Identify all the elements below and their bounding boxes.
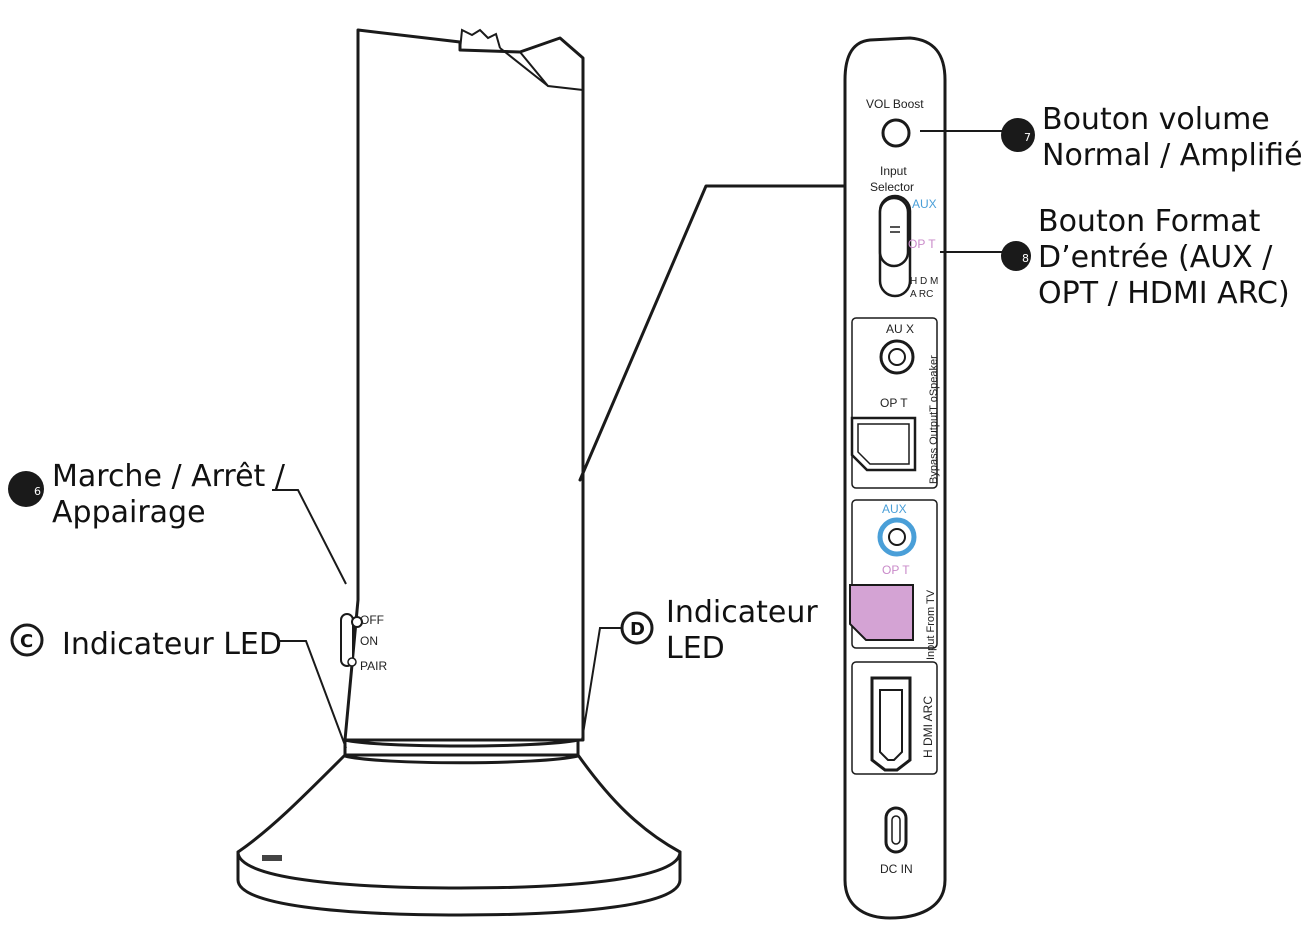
input-selector-label-2: Selector (870, 180, 914, 194)
callout-vol-line-1: Bouton volume (1042, 102, 1270, 137)
selector-aux-label: AUX (912, 197, 937, 211)
bypass-opt-label: OP T (880, 396, 908, 410)
back-panel-outline (843, 36, 947, 920)
power-switch-knob (351, 616, 363, 628)
callout-led-d: D Indicateur LED (581, 595, 818, 741)
selector-hdmi-label-1: H D M (910, 276, 938, 287)
top-grip (459, 28, 584, 91)
selector-hdmi-label-2: A RC (910, 289, 933, 300)
callout-led-d-line-1: Indicateur (666, 595, 818, 630)
dc-in-label: DC IN (880, 862, 913, 876)
input-from-tv-label: Input From TV (925, 589, 937, 660)
speaker-base (236, 753, 682, 917)
callout-8-number: 8 (1022, 252, 1029, 265)
bypass-aux-jack-inner (888, 348, 906, 366)
speaker-base-rim (236, 850, 682, 890)
switch-on-label: ON (360, 634, 378, 648)
hdmi-arc-port-inner (879, 689, 903, 761)
callout-vol-line-2: Normal / Amplifié (1042, 138, 1303, 173)
tv-aux-jack-inner (888, 528, 906, 546)
callout-input-line-1: Bouton Format (1038, 204, 1261, 239)
tv-opt-port[interactable] (849, 584, 914, 641)
pair-indicator (347, 657, 357, 667)
vol-boost-label: VOL Boost (866, 97, 924, 111)
back-panel: VOL Boost Input Selector AUX OP T H D M … (843, 36, 947, 920)
power-switch[interactable] (340, 613, 354, 667)
switch-off-label: OFF (360, 613, 384, 627)
bypass-output-group (851, 317, 938, 489)
vol-boost-button[interactable] (881, 118, 911, 148)
callout-led-d-leader (581, 627, 622, 741)
bypass-output-label: Bypass OutputT oSpeaker (928, 355, 940, 484)
base-foot-mark (262, 855, 282, 861)
speaker-collar (343, 738, 580, 765)
input-from-tv-group (851, 499, 938, 649)
speaker-column (343, 28, 585, 742)
tv-aux-label: AUX (882, 502, 907, 516)
callout-power-line-2: Appairage (52, 495, 206, 530)
hdmi-arc-group (851, 661, 938, 775)
input-selector-label-1: Input (880, 164, 907, 178)
switch-pair-label: PAIR (360, 659, 387, 673)
callout-volume: 7 Bouton volume Normal / Amplifié (920, 102, 1303, 173)
callout-c-marker (10, 623, 44, 657)
dc-in-port-inner (891, 815, 901, 845)
callout-input-line-2: D’entrée (AUX / (1038, 240, 1273, 275)
callout-power-line-1: Marche / Arrêt / (52, 459, 286, 494)
selector-opt-label: OP T (908, 237, 936, 251)
callout-led-d-line-2: LED (666, 631, 725, 666)
callout-d-letter: D (630, 619, 645, 640)
hdmi-arc-label: H DMI ARC (921, 696, 935, 758)
bypass-opt-port-inner (857, 423, 910, 465)
callout-8-marker (1001, 241, 1031, 271)
callout-input-format: 8 Bouton Format D’entrée (AUX / OPT / HD… (940, 204, 1290, 311)
tv-opt-label: OP T (882, 563, 910, 577)
speaker-tower: OFF ON PAIR (236, 28, 682, 917)
bypass-aux-label: AU X (886, 322, 914, 336)
callout-7-marker (1001, 118, 1035, 152)
tower-to-panel-connector (578, 184, 847, 482)
callout-input-line-3: OPT / HDMI ARC) (1038, 276, 1290, 311)
callout-led-c: C Indicateur LED (10, 623, 347, 749)
callout-power: 6 Marche / Arrêt / Appairage (8, 459, 347, 585)
callout-6-number: 6 (34, 485, 41, 498)
callout-6-marker (8, 471, 44, 507)
callout-led-c-leader (278, 640, 347, 749)
callout-power-leader (272, 489, 347, 585)
callout-7-number: 7 (1024, 131, 1031, 144)
callout-c-letter: C (20, 631, 33, 652)
callout-led-c-text: Indicateur LED (62, 627, 282, 662)
